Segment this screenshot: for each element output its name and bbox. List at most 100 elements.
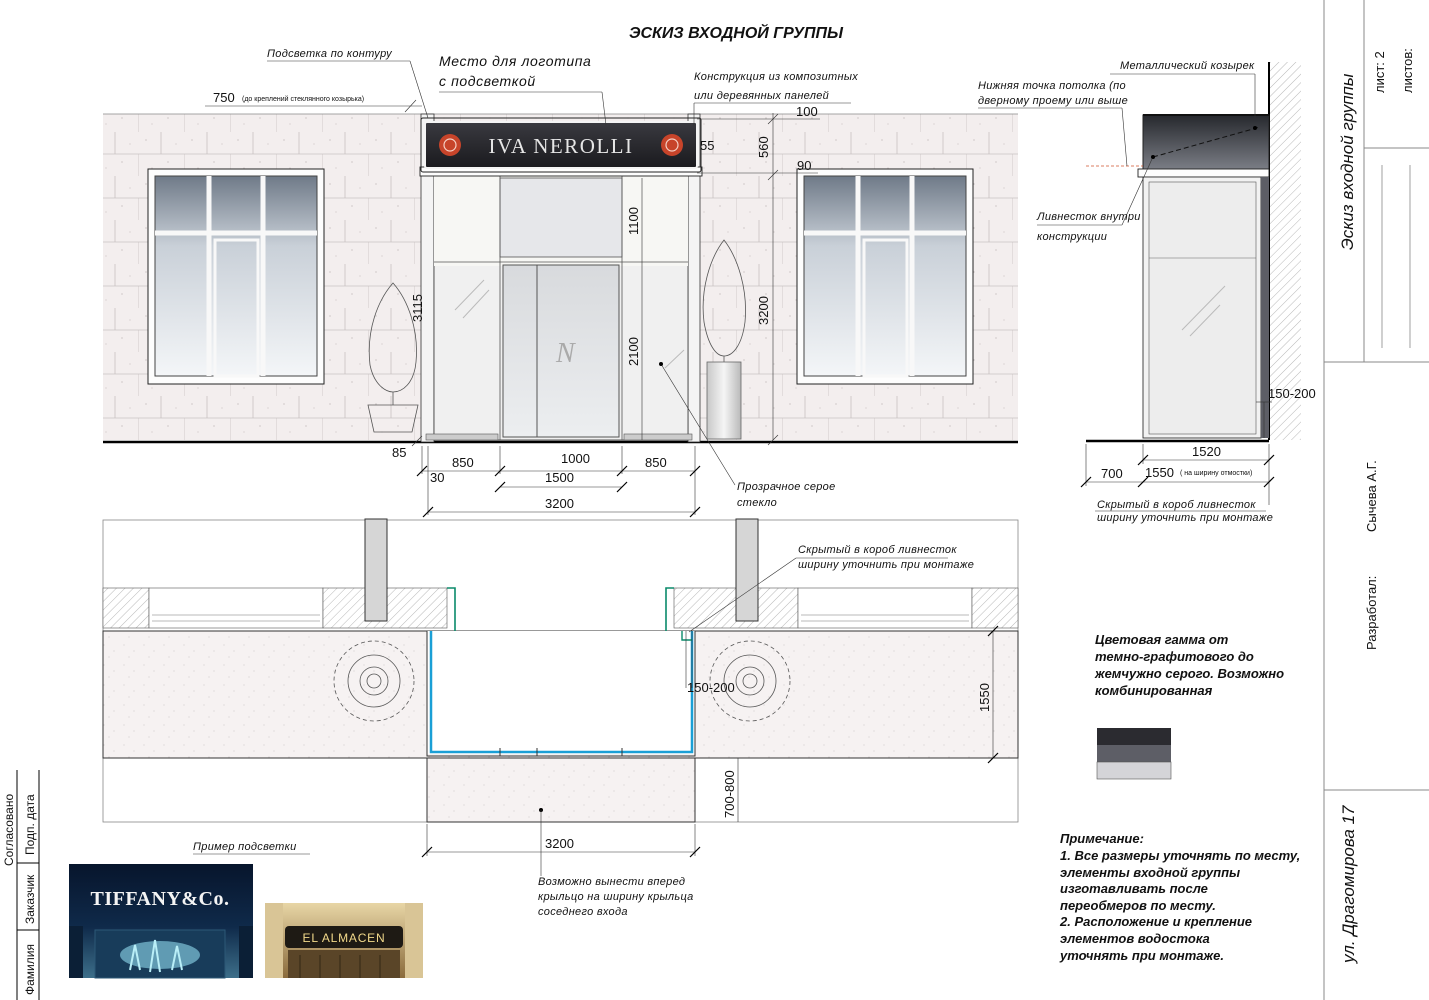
plan-front-step [426,757,696,823]
dim-1000: 1000 [561,451,590,466]
callout-hidden-drain-section-1: Скрытый в короб ливнесток [1097,499,1256,511]
callout-contour-light: Подсветка по контуру [267,48,393,60]
plan-planter-left [333,640,415,722]
callout-hidden-drain-section-2: ширину уточнить при монтаже [1097,512,1273,524]
notes-line: 2. Расположение и крепление [1059,914,1252,929]
callout-construction-1: Конструкция из композитных [694,71,858,83]
callout-hidden-drain-plan-2: ширину уточнить при монтаже [798,559,974,571]
entrance-portal: N [420,113,701,443]
notes-line: изготавливать после [1060,881,1208,896]
developer-label: Разработал: [1364,576,1379,650]
plan-porch [427,631,695,754]
callout-ceiling-2: дверному проему или выше [978,95,1128,107]
palette-swatch-dark [1097,728,1171,745]
dim-3200-elev: 3200 [545,496,574,511]
palette-text-3: жемчужно серого. Возможно [1094,666,1284,681]
notes-block: Примечание: 1. Все размеры уточнять по м… [1059,831,1300,963]
palette-swatch-mid [1097,745,1171,762]
callout-glass-1: Прозрачное серое [737,481,836,493]
callout-ceiling-1: Нижняя точка потолка (по [978,80,1126,92]
callout-porch-3: соседнего входа [538,906,628,918]
front-elevation: N IVA NEROLLI Подсветка по контуру Место… [103,48,1018,518]
dim-100: 100 [796,104,818,119]
dim-55: 55 [700,138,714,153]
callout-drain-inside-2: конструкции [1037,231,1107,243]
palette-text-2: темно-графитового до [1095,649,1254,664]
entrance-door-right [536,264,620,438]
callout-logo-place-2: с подсветкой [439,73,536,89]
section-wall [1269,62,1301,440]
dim-850-left: 850 [452,455,474,470]
dim-3200-plan: 3200 [545,836,574,851]
entrance-door-left [502,264,538,438]
dim-3115: 3115 [410,294,425,322]
sheet-number: лист: 2 [1372,51,1387,93]
dim-1550-section-note: ( на ширину отмостки) [1180,470,1252,477]
notes-line: уточнять при монтаже. [1059,948,1224,963]
dim-560: 560 [756,136,771,158]
callout-drain-inside-1: Ливнесток внутри [1036,211,1141,223]
approval-strip: Согласовано Подп. дата Заказчик Фамилия [2,770,40,1000]
sign-emblem-right [661,134,683,156]
dim-700-800: 700-800 [722,770,737,818]
approval-surname: Фамилия [23,944,37,995]
dim-85: 85 [392,445,406,460]
dim-700-section: 700 [1101,466,1123,481]
example-photo-el-almacen: EL ALMACEN [265,903,423,978]
left-window [147,168,325,385]
palette-text-1: Цветовая гамма от [1095,632,1229,647]
dim-30: 30 [430,470,444,485]
plan-column-left [364,518,388,622]
right-window [796,168,974,385]
plan-planter-right [709,640,791,722]
title-block: лист: 2 листов: Эскиз входной группы Сыч… [1323,0,1429,1000]
notes-line: 1. Все размеры уточнять по месту, [1060,848,1300,863]
callout-hidden-drain-plan-1: Скрытый в короб ливнесток [798,544,957,556]
dim-1100: 1100 [626,207,641,235]
example-photo-tiffany: TIFFANY&Co. [69,864,253,979]
dim-150-200-section: 150-200 [1268,386,1316,401]
dim-1550-plan: 1550 [977,683,992,712]
sheet-count: листов: [1400,48,1415,93]
callout-logo-place-1: Место для логотипа [439,53,591,69]
side-section: Металлический козырек Нижняя точка потол… [978,60,1316,524]
callout-canopy: Металлический козырек [1120,60,1255,72]
color-palette: Цветовая гамма от темно-графитового до ж… [1094,632,1284,780]
dim-750: 750 [213,90,235,105]
developer-name: Сычева А.Г. [1364,460,1379,532]
dim-1500: 1500 [545,470,574,485]
approval-customer: Заказчик [23,874,37,924]
callout-porch-1: Возможно вынести вперед [538,876,685,888]
drawing-title: ЭСКИЗ ВХОДНОЙ ГРУППЫ [629,22,844,42]
drawing-name: Эскиз входной группы [1338,73,1357,250]
approval-approved: Согласовано [2,794,16,866]
dim-750-note: (до креплений стеклянного козырька) [242,95,364,103]
callout-construction-2: или деревянных панелей [694,90,829,102]
palette-text-4: комбинированная [1095,683,1213,698]
sign-emblem-left [439,134,461,156]
door-monogram: N [555,338,576,369]
dim-3200-vertical: 3200 [756,296,771,325]
dim-90: 90 [797,158,811,173]
dim-1520: 1520 [1192,444,1221,459]
callout-porch-2: крыльцо на ширину крыльца [538,891,694,903]
notes-line: переобмеров по месту. [1060,898,1216,913]
callout-glass-2: стекло [737,497,777,509]
illuminated-sign: IVA NEROLLI [419,117,703,177]
plan-column-right [735,518,759,622]
dim-150-200-plan: 150-200 [687,680,735,695]
dim-2100: 2100 [626,337,641,366]
examples-caption: Пример подсветки [193,841,297,853]
dim-1550-section: 1550 [1145,465,1174,480]
example-photo-tiffany-text: TIFFANY&Co. [90,888,229,910]
address: ул. Драгомирова 17 [1339,805,1358,964]
approval-sign-date: Подп. дата [23,794,37,855]
floor-plan: Скрытый в короб ливнесток ширину уточнит… [102,518,1019,918]
notes-line: элементы входной группы [1060,865,1240,880]
palette-swatch-light [1096,761,1172,780]
section-canopy [1142,114,1270,172]
notes-heading: Примечание: [1060,831,1144,846]
dim-850-right: 850 [645,455,667,470]
tree-with-pot-right [702,239,746,440]
